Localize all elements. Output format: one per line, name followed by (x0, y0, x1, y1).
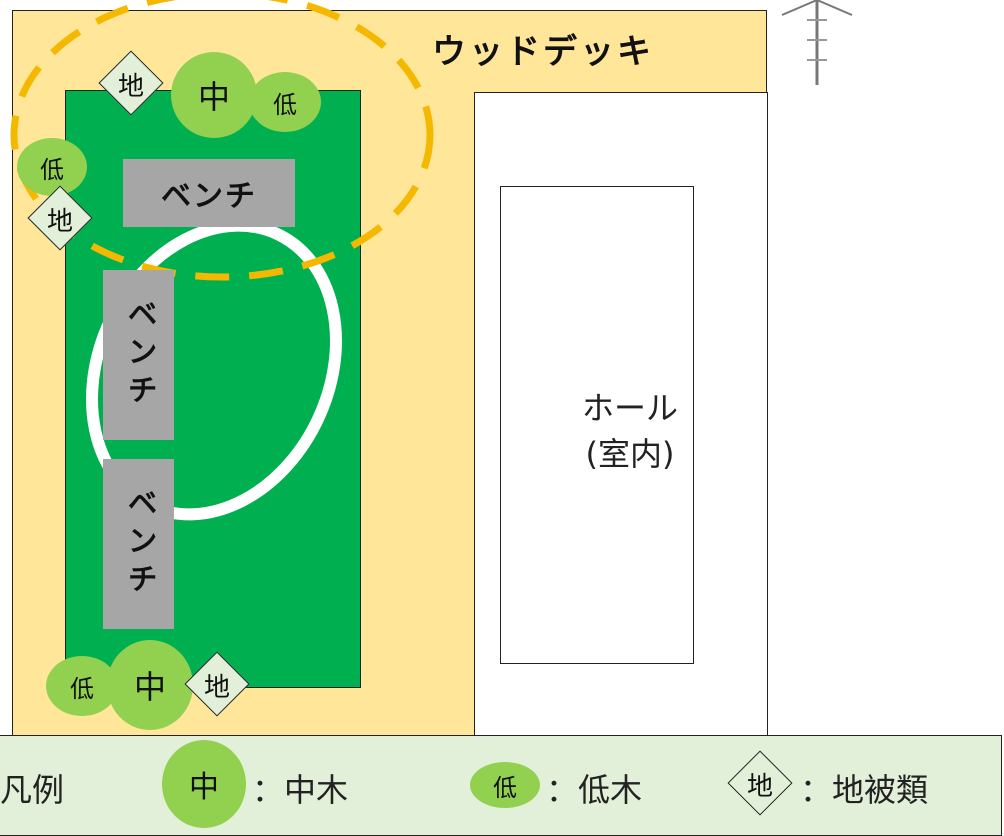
ground-cover-label: 地 (46, 207, 73, 237)
low-tree-marker: 低 (17, 138, 87, 196)
highlight-dashed-circle (10, 0, 434, 281)
bench-top: ベンチ (123, 159, 295, 227)
ground-cover-label: 地 (203, 673, 230, 703)
walking-path-loop (86, 219, 342, 521)
hall-label: ホール (室内) (581, 389, 678, 473)
legend-low-tree-icon: 低 (470, 762, 540, 808)
medium-tree-marker: 中 (171, 52, 257, 138)
legend-low-tree-desc: ：低木 (546, 771, 643, 809)
legend-title: 凡例 (0, 771, 65, 809)
bench-middle: ベンチ (103, 270, 174, 440)
legend-ground-cover-symbol: 地 (746, 772, 773, 802)
legend-ground-cover-desc: ：地被類 (800, 771, 929, 809)
legend-medium-tree-icon: 中 (162, 740, 246, 828)
low-tree-marker: 低 (249, 72, 321, 132)
legend-medium-tree-desc: ：中木 (252, 771, 349, 809)
bench-bottom: ベンチ (103, 459, 174, 629)
wood-deck-label: ウッドデッキ (432, 32, 654, 72)
low-tree-marker: 低 (46, 656, 118, 716)
compass-antenna-icon (781, 0, 853, 85)
ground-cover-label: 地 (117, 72, 144, 102)
medium-tree-marker: 中 (107, 640, 193, 730)
hall-interior (500, 186, 694, 664)
